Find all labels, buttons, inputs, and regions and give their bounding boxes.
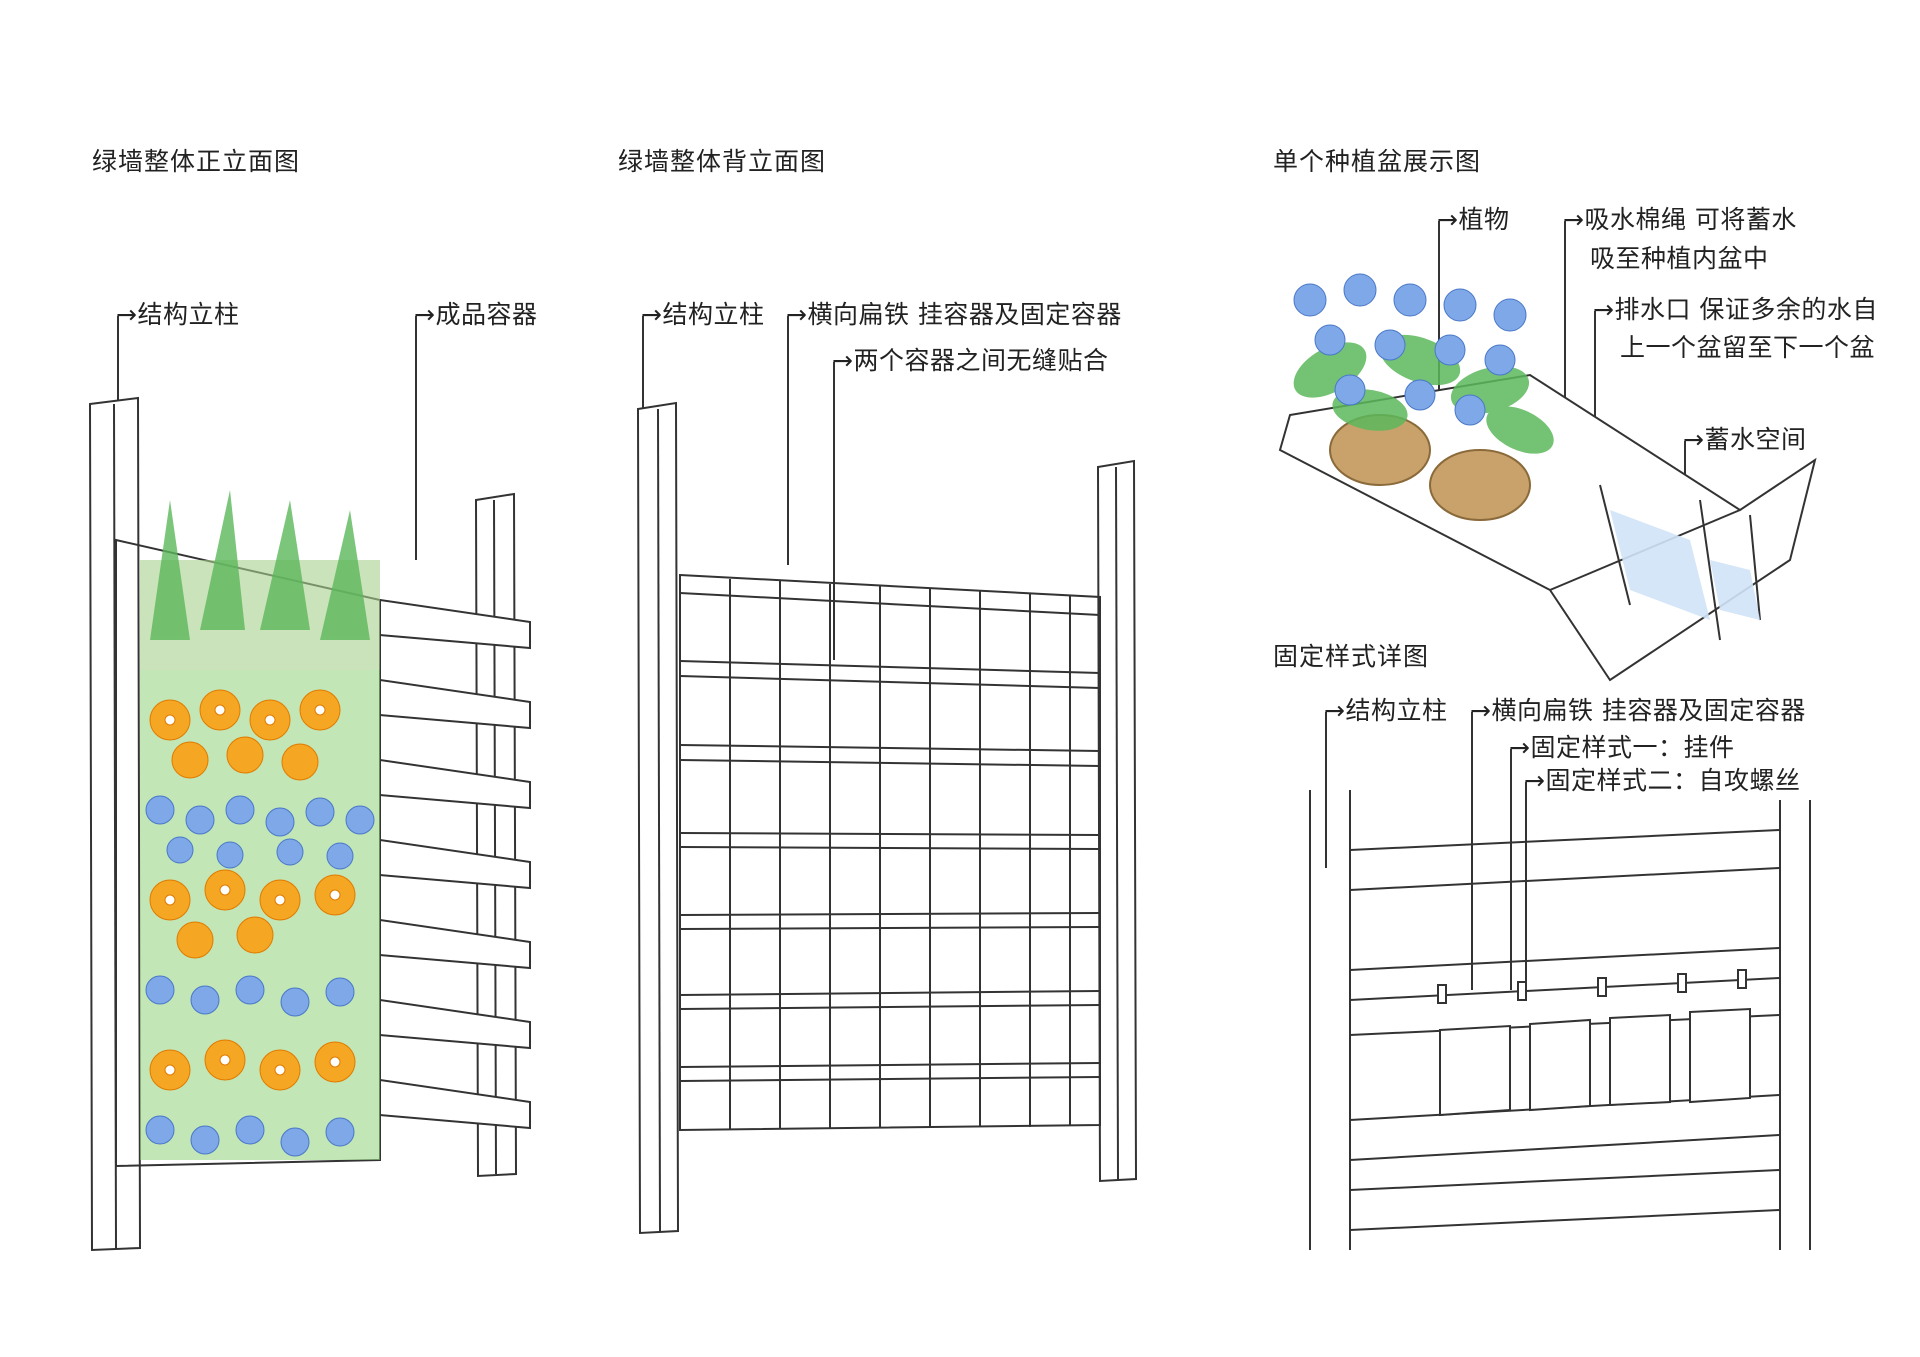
front-elevation-title: 绿墙整体正立面图 — [92, 147, 301, 176]
pot-reservoir-label: →蓄水空间 — [1683, 425, 1807, 454]
detail-fix1-label: →固定样式一：挂件 — [1509, 733, 1735, 762]
back-elevation-drawing — [636, 401, 1138, 1235]
fixing-detail-title: 固定样式详图 — [1273, 642, 1430, 671]
pot-wick-label-line1: →吸水棉绳 可将蓄水 — [1563, 205, 1797, 234]
planter-soil-balls — [1329, 414, 1531, 521]
detail-post-label: →结构立柱 — [1324, 696, 1448, 725]
fixing-detail-drawing — [1309, 790, 1811, 1250]
back-container-grid — [679, 573, 1101, 1132]
front-container-label: →成品容器 — [414, 300, 538, 329]
front-tray-stack — [379, 598, 531, 1130]
back-seam-label: →两个容器之间无缝贴合 — [832, 346, 1109, 375]
planter-detail-title: 单个种植盆展示图 — [1273, 147, 1482, 176]
detail-containers — [1439, 1007, 1751, 1117]
pot-drain-label-line1: →排水口 保证多余的水自 — [1593, 295, 1878, 324]
planter-drawing — [1278, 273, 1817, 682]
detail-hooks — [1437, 969, 1747, 1004]
back-elevation-title: 绿墙整体背立面图 — [618, 147, 827, 176]
pot-wick-label-line2: 吸至种植内盆中 — [1590, 244, 1769, 273]
front-post-label: →结构立柱 — [116, 300, 240, 329]
planter-water — [1610, 510, 1710, 620]
pot-drain-label-line2: 上一个盆留至下一个盆 — [1620, 333, 1876, 362]
detail-strip-label: →横向扁铁 挂容器及固定容器 — [1470, 696, 1806, 725]
detail-strip — [1349, 977, 1781, 1001]
pot-plant-label: →植物 — [1437, 205, 1510, 234]
detail-fix2-label: →固定样式二：自攻螺丝 — [1524, 766, 1801, 795]
back-post-label: →结构立柱 — [641, 300, 765, 329]
detail-bar-top — [1349, 829, 1781, 851]
back-strip-label: →横向扁铁 挂容器及固定容器 — [786, 300, 1122, 329]
front-elevation-drawing — [88, 396, 531, 1252]
planter-flowers — [1293, 273, 1527, 426]
front-flowers-blue — [145, 795, 375, 1157]
